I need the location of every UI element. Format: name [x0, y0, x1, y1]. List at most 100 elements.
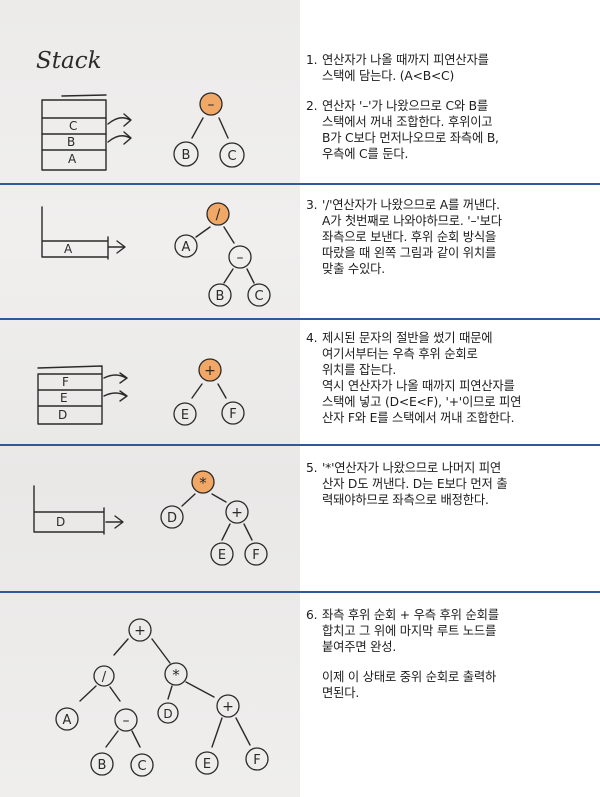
- final-tree-leaf-node: [90, 752, 114, 776]
- arrow-icon: [107, 113, 132, 127]
- panel-2-text: 3. '/'연산자가 나왔으므로 A를 꺼낸다. A가 첫번째로 나와야하므로.…: [306, 197, 592, 277]
- tree-1-left-label: B: [182, 148, 191, 163]
- divider-2: [0, 318, 600, 320]
- stack-3-cell: E: [60, 391, 68, 405]
- final-tree-l-l-node: [55, 707, 79, 731]
- panel-step-5: D * D + E F 5. '*'연산자가 나왔으므로 나머지 피연 산자 D…: [0, 446, 600, 591]
- tree-1-root-node: [199, 92, 223, 116]
- tree-4-edges: [181, 493, 227, 507]
- stack-1-rows: [41, 117, 107, 151]
- stack-1-cell: A: [68, 152, 77, 166]
- stack-3-cell: D: [58, 408, 67, 422]
- tree-2-left-node: [174, 234, 198, 258]
- final-tree-leaf-label: E: [203, 757, 211, 772]
- tree-1-root-label: –: [208, 97, 215, 113]
- divider-1: [0, 183, 600, 185]
- arrow-icon: [103, 372, 128, 384]
- final-tree-r-r-edges: [211, 717, 251, 748]
- final-tree-l-node: [93, 665, 115, 687]
- panel-3-text: 4. 제시된 문자의 절반을 썼기 때문에 여기서부터는 우측 후위 순회로 위…: [306, 330, 592, 426]
- final-tree-l-edges: [79, 685, 121, 702]
- final-tree-leaf-node: [130, 753, 154, 777]
- tree-2-sub-right-label: C: [254, 289, 263, 304]
- tree-1-right-label: C: [227, 149, 236, 164]
- tree-4-right-label: +: [231, 505, 243, 521]
- final-tree-r-edges: [167, 681, 215, 700]
- panel-step-3: A / A – B C 3. '/'연산자가 나왔으므로 A를 꺼낸다. A가 …: [0, 185, 600, 318]
- panel-1-sketch: Stack C B A – B C: [36, 48, 245, 171]
- tree-4-sub-right-node: [244, 542, 268, 566]
- step-3: 3. '/'연산자가 나왔으므로 A를 꺼낸다. A가 첫번째로 나와야하므로.…: [306, 198, 502, 276]
- panel-3-sketch: F E D + E F: [37, 358, 245, 426]
- final-tree-l-l-label: A: [63, 713, 72, 728]
- stack-4-box: [33, 485, 105, 535]
- tree-4-right-node: [225, 500, 249, 524]
- stack-2-box: [41, 206, 109, 260]
- tree-1-left-node: [173, 141, 199, 167]
- step-5: 5. '*'연산자가 나왔으므로 나머지 피연 산자 D도 꺼낸다. D는 E보…: [306, 461, 508, 507]
- final-tree-l-r-label: –: [123, 713, 130, 729]
- final-tree-r-node: [164, 662, 188, 686]
- stack-1-top: [61, 94, 107, 97]
- panel-2-sketch: A / A – B C: [41, 202, 271, 307]
- final-tree-leaf-label: C: [137, 759, 146, 774]
- panel-5-sketch: + / * A – D + B C E F: [55, 618, 269, 777]
- tree-4-left-label: D: [167, 511, 177, 526]
- arrow-icon: [107, 131, 132, 145]
- stack-1-cell: C: [69, 119, 77, 133]
- final-tree-leaf-label: B: [98, 758, 107, 773]
- tree-2-root-node: [206, 202, 230, 226]
- final-tree-r-r-node: [216, 694, 240, 718]
- arrow-icon: [103, 390, 128, 402]
- tree-1-right-node: [219, 142, 245, 168]
- tree-4-sub-left-node: [210, 542, 234, 566]
- tree-4-sub-right-label: F: [252, 548, 259, 563]
- tree-2-sub-left-label: B: [216, 289, 225, 304]
- tree-3-right-node: [221, 401, 245, 425]
- final-tree-l-r-node: [114, 708, 138, 732]
- step-4: 4. 제시된 문자의 절반을 썼기 때문에 여기서부터는 우측 후위 순회로 위…: [306, 331, 522, 425]
- stack-3-cell: F: [62, 375, 69, 389]
- panel-1-text: 1. 연산자가 나올 때까지 피연산자를 스택에 담는다. (A<B<C) 2.…: [306, 52, 592, 162]
- tree-4-left-node: [160, 505, 184, 529]
- final-tree-root-node: [128, 618, 152, 642]
- tree-4-root-node: [191, 470, 215, 494]
- panel-4-text: 5. '*'연산자가 나왔으므로 나머지 피연 산자 D도 꺼낸다. D는 E보…: [306, 460, 592, 508]
- arrow-icon: [107, 240, 126, 254]
- final-tree-r-l-label: D: [163, 707, 172, 721]
- panel-step-6: + / * A – D + B C E F: [0, 593, 600, 797]
- tree-3-root-node: [198, 358, 222, 382]
- tree-2-right-label: –: [237, 250, 244, 266]
- final-tree-r-l-node: [157, 702, 179, 724]
- panel-4-sketch: D * D + E F: [33, 470, 268, 566]
- tree-2-left-label: A: [182, 240, 191, 255]
- tree-3-left-label: E: [181, 408, 189, 423]
- final-tree-leaf-node: [245, 747, 269, 771]
- final-tree-l-r-edges: [105, 730, 141, 748]
- final-note: 이제 이 상태로 중위 순회로 출력하 면된다.: [322, 670, 497, 700]
- divider-3: [0, 444, 600, 446]
- panel-step-1-2: Stack C B A – B C 1. 연산자가 나올 때까지 피연산자를 스…: [0, 0, 600, 183]
- panel-5-text: 6. 좌측 후위 순회 + 우측 후위 순회를 합치고 그 위에 마지막 루트 …: [306, 607, 592, 701]
- tree-4-sub-left-label: E: [218, 548, 226, 563]
- tree-3-edges: [191, 383, 227, 399]
- tree-2-sub-right-node: [247, 283, 271, 307]
- final-tree-leaf-label: F: [253, 753, 260, 768]
- step-2: 2. 연산자 '–'가 나왔으므로 C와 B를 스택에서 꺼내 조합한다. 후위…: [306, 99, 499, 161]
- step-6: 6. 좌측 후위 순회 + 우측 후위 순회를 합치고 그 위에 마지막 루트 …: [306, 608, 499, 654]
- final-tree-r-label: *: [172, 666, 180, 684]
- final-tree-r-r-label: +: [222, 699, 234, 715]
- stack-1-cell: B: [67, 135, 75, 149]
- tree-3-right-label: F: [229, 407, 236, 422]
- stack-1-box: [41, 99, 107, 171]
- tree-3-root-label: +: [204, 363, 216, 379]
- tree-1-edges: [191, 117, 229, 139]
- final-tree-root-edges: [113, 638, 171, 664]
- tree-2-root-label: /: [216, 207, 221, 223]
- final-tree-l-label: /: [102, 670, 107, 685]
- stack-3-box: [37, 365, 103, 425]
- stack-title: Stack: [36, 48, 102, 74]
- final-tree-root-label: +: [134, 623, 146, 639]
- arrow-icon: [105, 515, 124, 529]
